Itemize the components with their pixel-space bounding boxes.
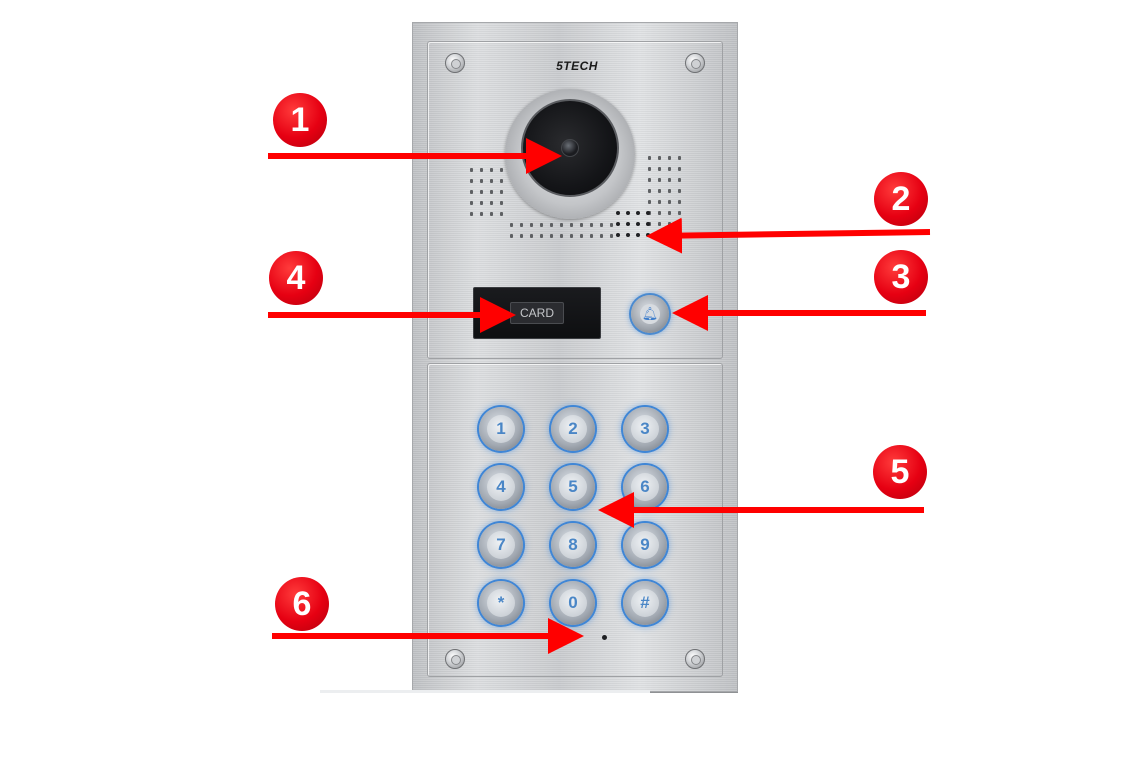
- key-star[interactable]: *: [479, 581, 523, 625]
- key-1[interactable]: 1: [479, 407, 523, 451]
- door-station-panel: 5TECH: [412, 22, 738, 692]
- panel-shadow: [320, 690, 650, 693]
- callout-5: 5: [873, 445, 927, 499]
- key-9[interactable]: 9: [623, 523, 667, 567]
- microphone-icon: [602, 635, 607, 640]
- speaker-grille-icon: [507, 220, 617, 242]
- bell-icon: 🔔︎: [640, 304, 660, 324]
- screw-icon: [685, 53, 705, 73]
- brand-logo: 5TECH: [556, 59, 598, 73]
- speaker-grille-icon: [467, 165, 507, 220]
- callout-3: 3: [874, 250, 928, 304]
- screw-icon: [445, 53, 465, 73]
- arrow-2: [646, 217, 931, 254]
- screw-icon: [445, 649, 465, 669]
- callout-1: 1: [273, 93, 327, 147]
- key-7[interactable]: 7: [479, 523, 523, 567]
- key-hash[interactable]: #: [623, 581, 667, 625]
- key-4[interactable]: 4: [479, 465, 523, 509]
- key-3[interactable]: 3: [623, 407, 667, 451]
- key-2[interactable]: 2: [551, 407, 595, 451]
- callout-6: 6: [275, 577, 329, 631]
- key-0[interactable]: 0: [551, 581, 595, 625]
- key-8[interactable]: 8: [551, 523, 595, 567]
- camera-module: [427, 41, 723, 359]
- callout-2: 2: [874, 172, 928, 226]
- key-5[interactable]: 5: [551, 465, 595, 509]
- keypad-module: [427, 363, 723, 677]
- call-button[interactable]: 🔔︎: [631, 295, 669, 333]
- card-label: CARD: [510, 302, 564, 324]
- callout-4: 4: [269, 251, 323, 305]
- screw-icon: [685, 649, 705, 669]
